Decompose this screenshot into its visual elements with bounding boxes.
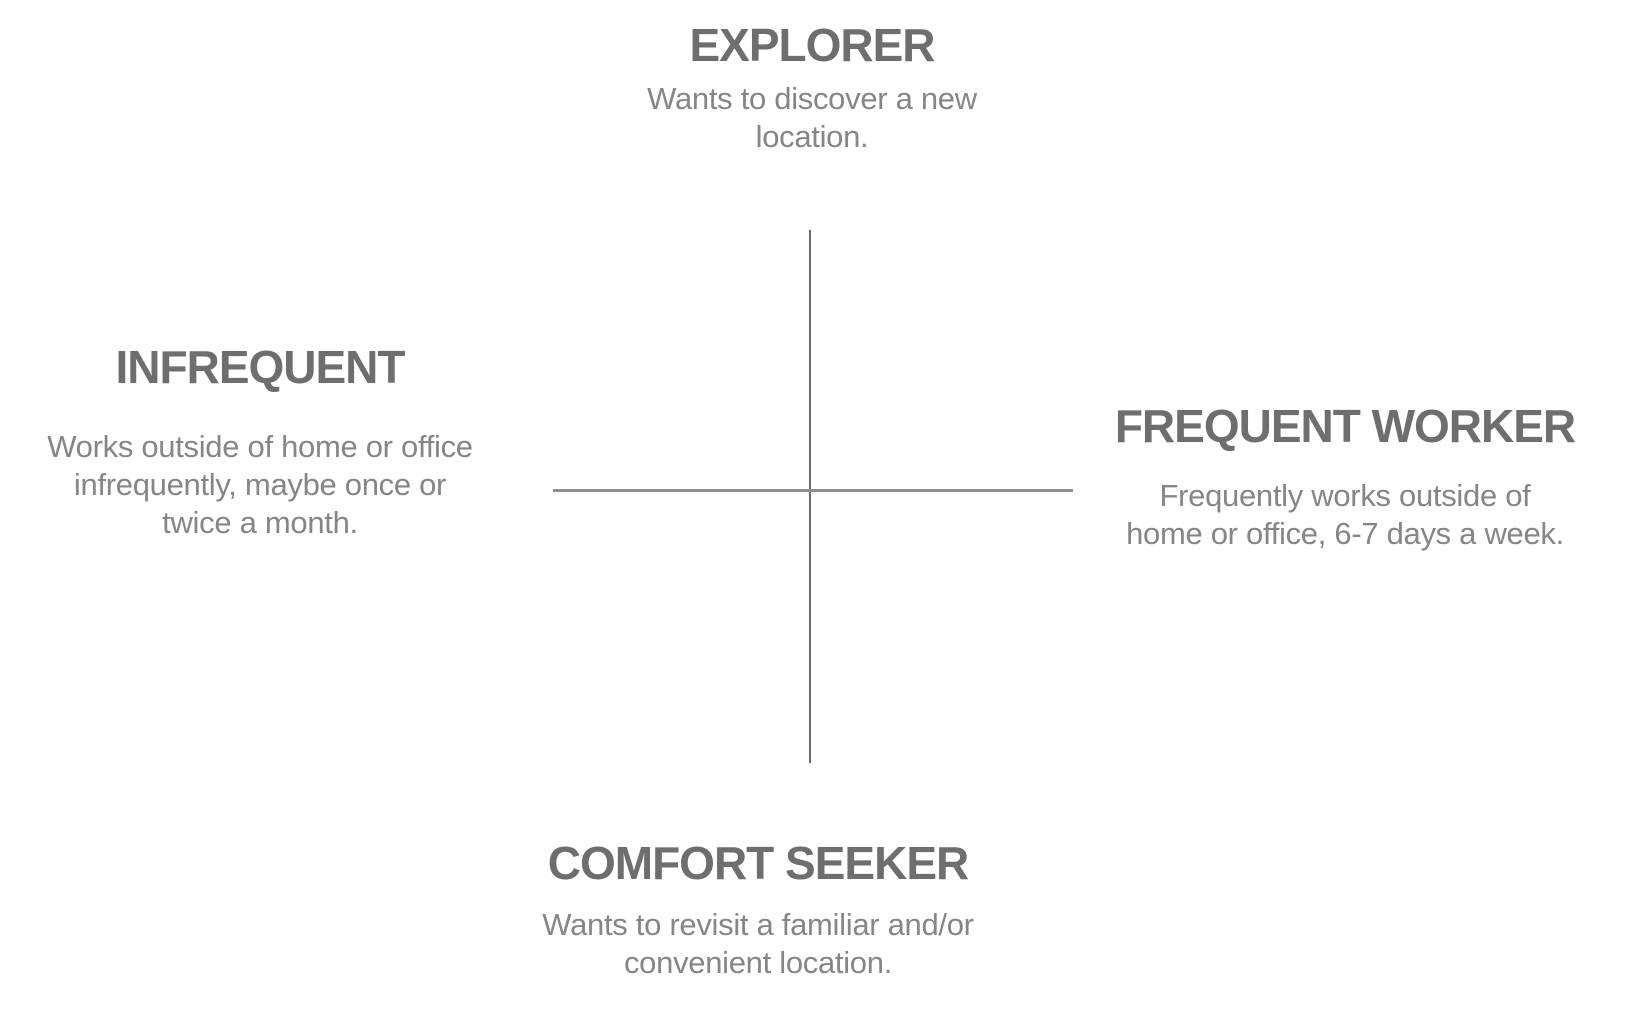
infrequent-title: INFREQUENT <box>115 341 406 393</box>
quadrant-label-explorer: EXPLORER Wants to discover a new locatio… <box>512 22 1112 156</box>
comfort-seeker-description: Wants to revisit a familiar and/or conve… <box>542 907 974 980</box>
quadrant-label-infrequent: INFREQUENT Works outside of home or offi… <box>5 344 515 542</box>
frequent-worker-description: Frequently works outside of home or offi… <box>1126 478 1564 551</box>
explorer-title: EXPLORER <box>689 19 935 71</box>
vertical-axis-line <box>809 230 811 763</box>
explorer-description: Wants to discover a new location. <box>647 81 977 154</box>
comfort-seeker-title: COMFORT SEEKER <box>547 837 969 889</box>
quadrant-label-frequent-worker: FREQUENT WORKER Frequently works outside… <box>1055 403 1635 553</box>
quadrant-label-comfort-seeker: COMFORT SEEKER Wants to revisit a famili… <box>448 840 1068 982</box>
horizontal-axis-line <box>553 489 1073 492</box>
frequent-worker-title: FREQUENT WORKER <box>1114 400 1576 452</box>
infrequent-description: Works outside of home or office infreque… <box>47 429 473 540</box>
